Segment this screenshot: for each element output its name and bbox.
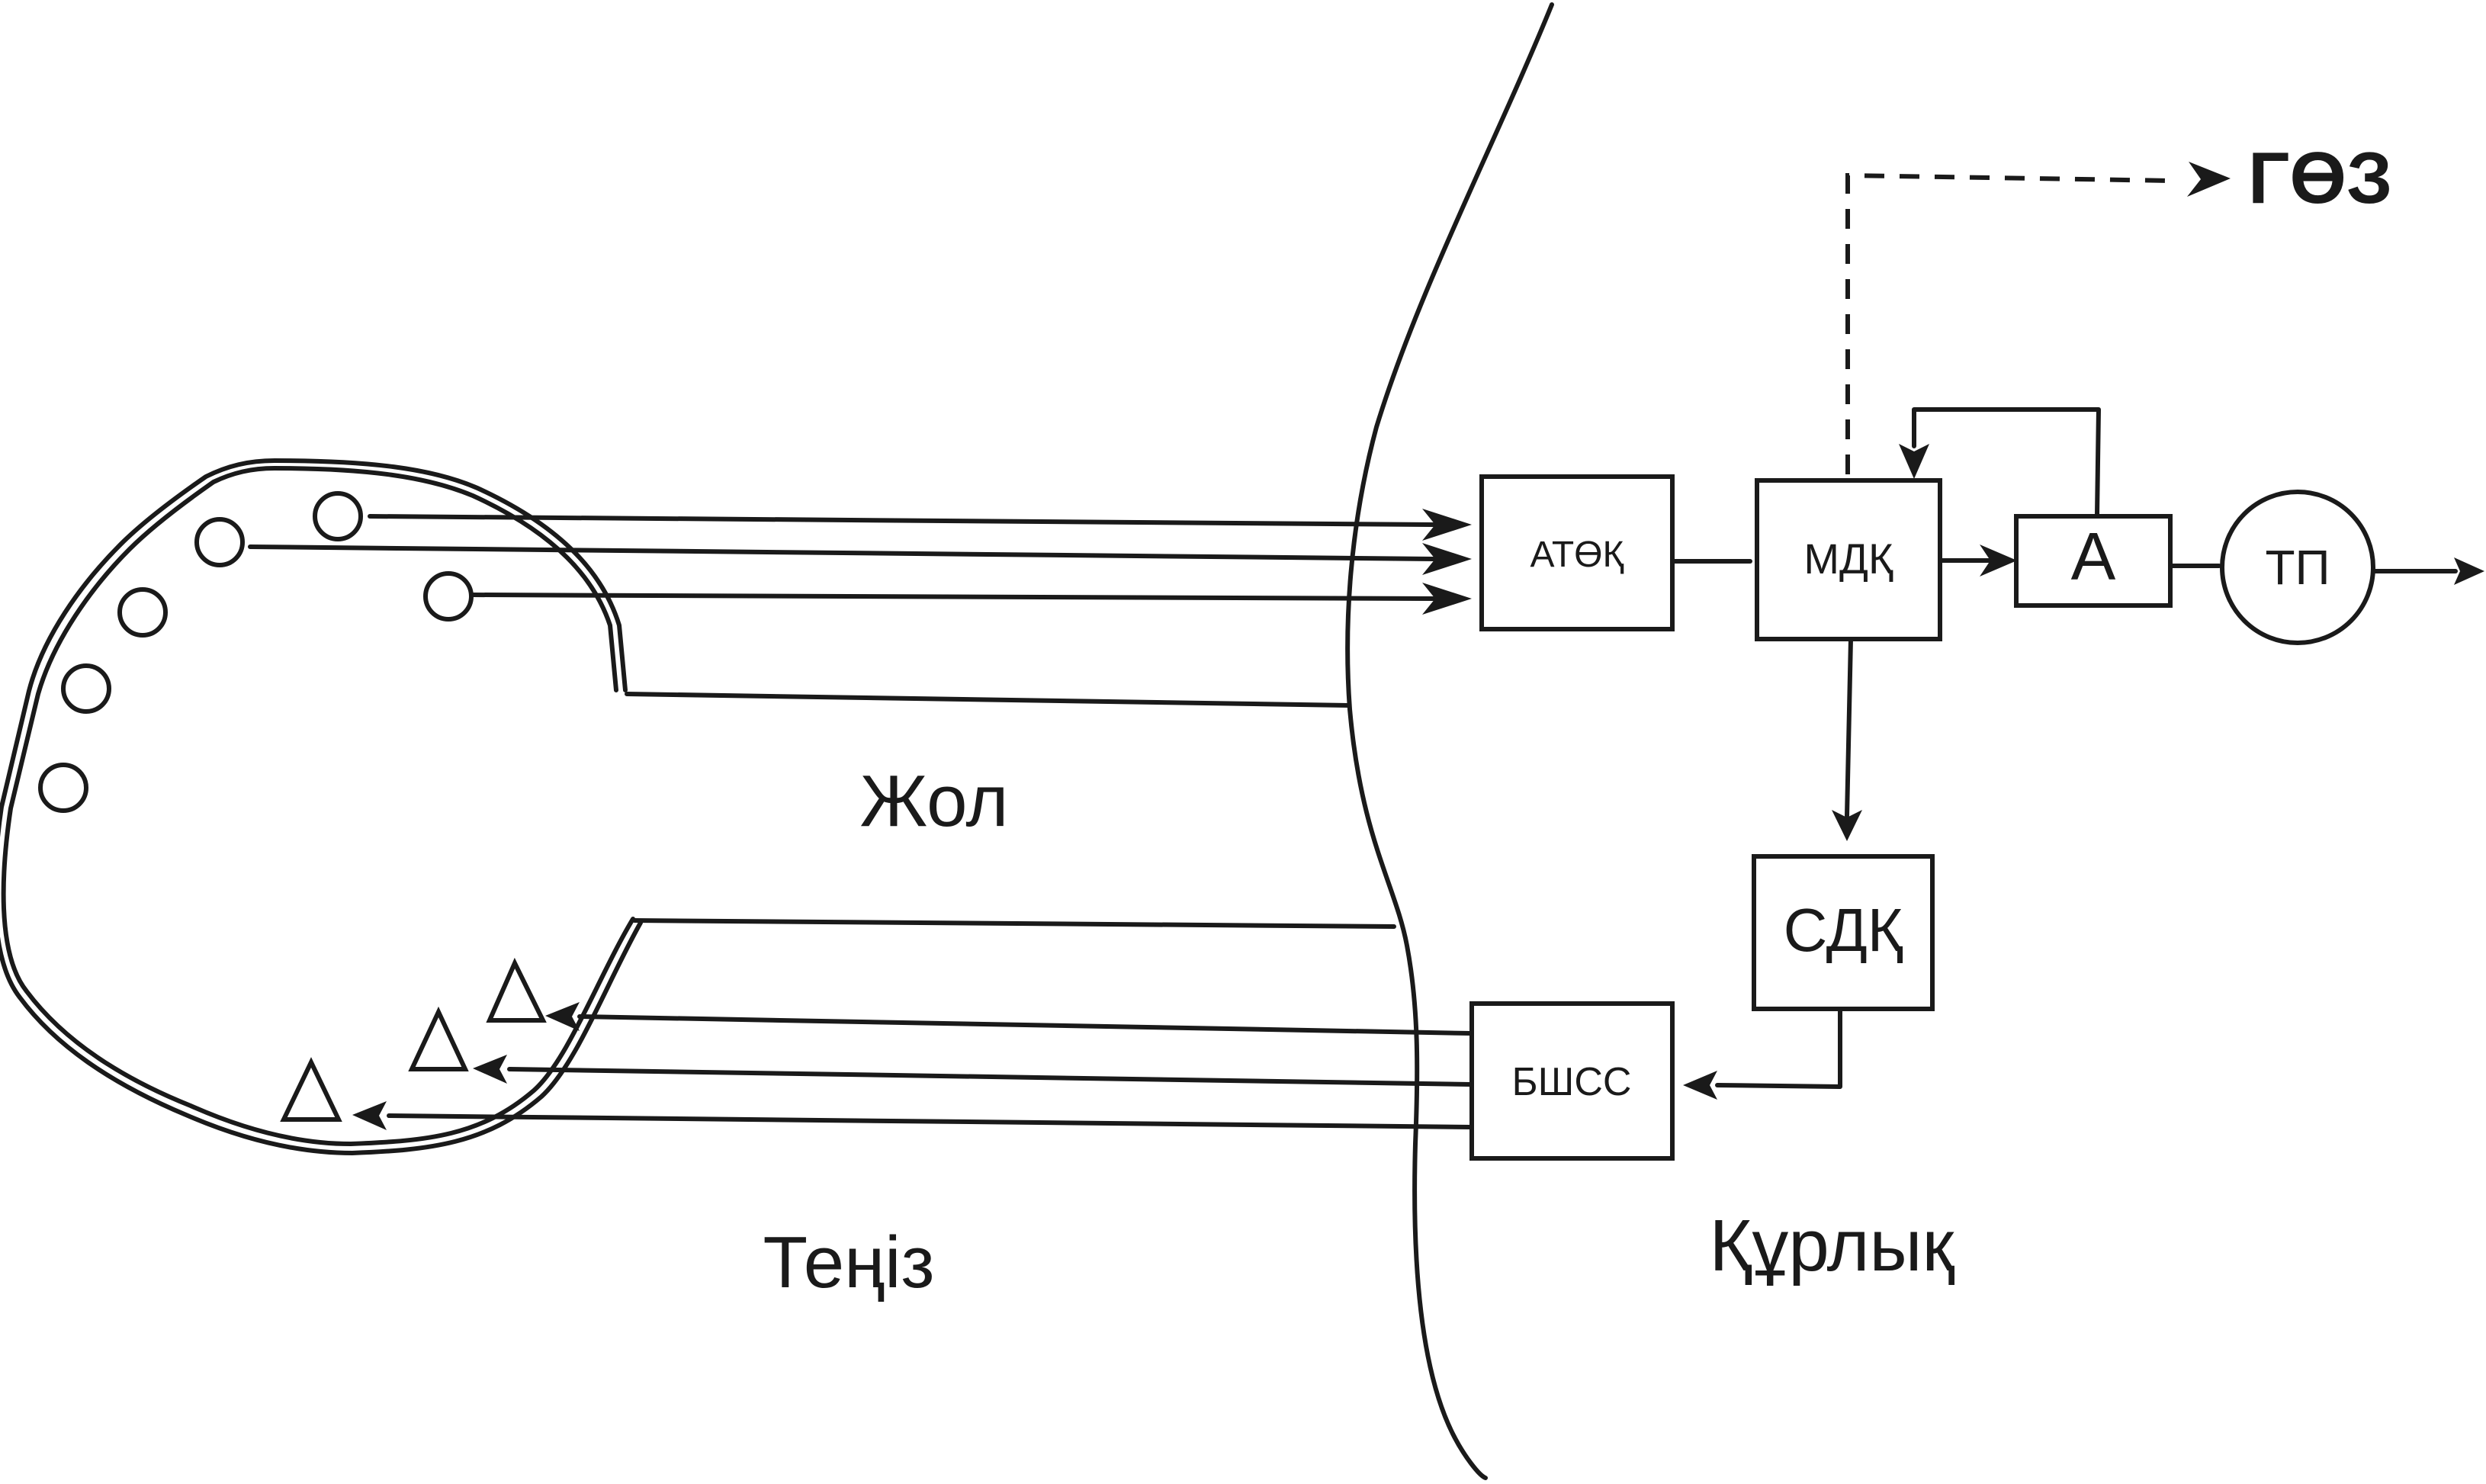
road-label: Жол (860, 760, 1009, 842)
goz-dashed-line (1845, 172, 2174, 474)
arrowhead-icon (1899, 444, 1929, 479)
circle-sensor-icon (61, 663, 111, 714)
mdk-block (1755, 478, 1942, 641)
tp-label: ТП (2265, 540, 2330, 595)
bshss-label: БШСС (1512, 1060, 1632, 1104)
circle-sensor-icon (423, 571, 474, 622)
land-label: Құрлық (1709, 1205, 1954, 1286)
bshss-block (1469, 1001, 1675, 1161)
control-line (507, 1067, 1473, 1087)
sdk-bshss-line (1715, 1009, 1842, 1089)
arrowhead-icon (2454, 557, 2484, 585)
mdk-label: МДҚ (1803, 535, 1893, 583)
circle-sensor-icon (38, 763, 88, 813)
arrowhead-icon (1832, 810, 1862, 841)
arrowhead-icon (352, 1101, 387, 1130)
coastline (1345, 2, 1554, 1480)
road-edge-bottom (632, 918, 1396, 929)
goz-label: ГӨЗ (2248, 137, 2392, 219)
sensor-line (471, 593, 1436, 601)
triangle-actuator-icon (408, 1006, 469, 1071)
arrowhead-icon (1422, 509, 1472, 541)
arrowhead-icon (473, 1055, 507, 1084)
road-loop (0, 458, 643, 1155)
triangle-actuators (280, 957, 547, 1122)
circle-sensor-icon (194, 517, 245, 567)
circle-sensor-icon (313, 491, 363, 541)
a-block (2014, 514, 2173, 608)
atok-label: АТӨҚ (1530, 535, 1624, 575)
arrowhead-icon (545, 1002, 580, 1031)
a-feedback-line (1912, 407, 2101, 517)
arrowhead-icon (1683, 1071, 1717, 1100)
triangle-actuator-icon (280, 1057, 342, 1122)
sdk-block (1752, 854, 1935, 1011)
control-line (577, 1014, 1473, 1036)
circle-sensor-icon (117, 587, 168, 638)
sdk-label: СДҚ (1784, 896, 1903, 964)
arrowhead-icon (1980, 544, 2017, 577)
atok-block (1479, 474, 1675, 631)
circle-sensors (38, 491, 474, 813)
arrowhead-icon (1422, 543, 1472, 575)
sensor-line (248, 544, 1436, 561)
mdk-sdk-line (1845, 637, 1853, 818)
arrowhead-icon (1422, 583, 1472, 615)
sea-label: Теңіз (763, 1222, 935, 1303)
control-line (387, 1113, 1473, 1129)
arrowhead-icon (2187, 162, 2231, 197)
tp-block (2220, 490, 2375, 645)
a-label: А (2071, 519, 2116, 594)
road-edge-top (625, 692, 1351, 708)
sensor-line (368, 514, 1436, 527)
triangle-actuator-icon (486, 957, 547, 1023)
